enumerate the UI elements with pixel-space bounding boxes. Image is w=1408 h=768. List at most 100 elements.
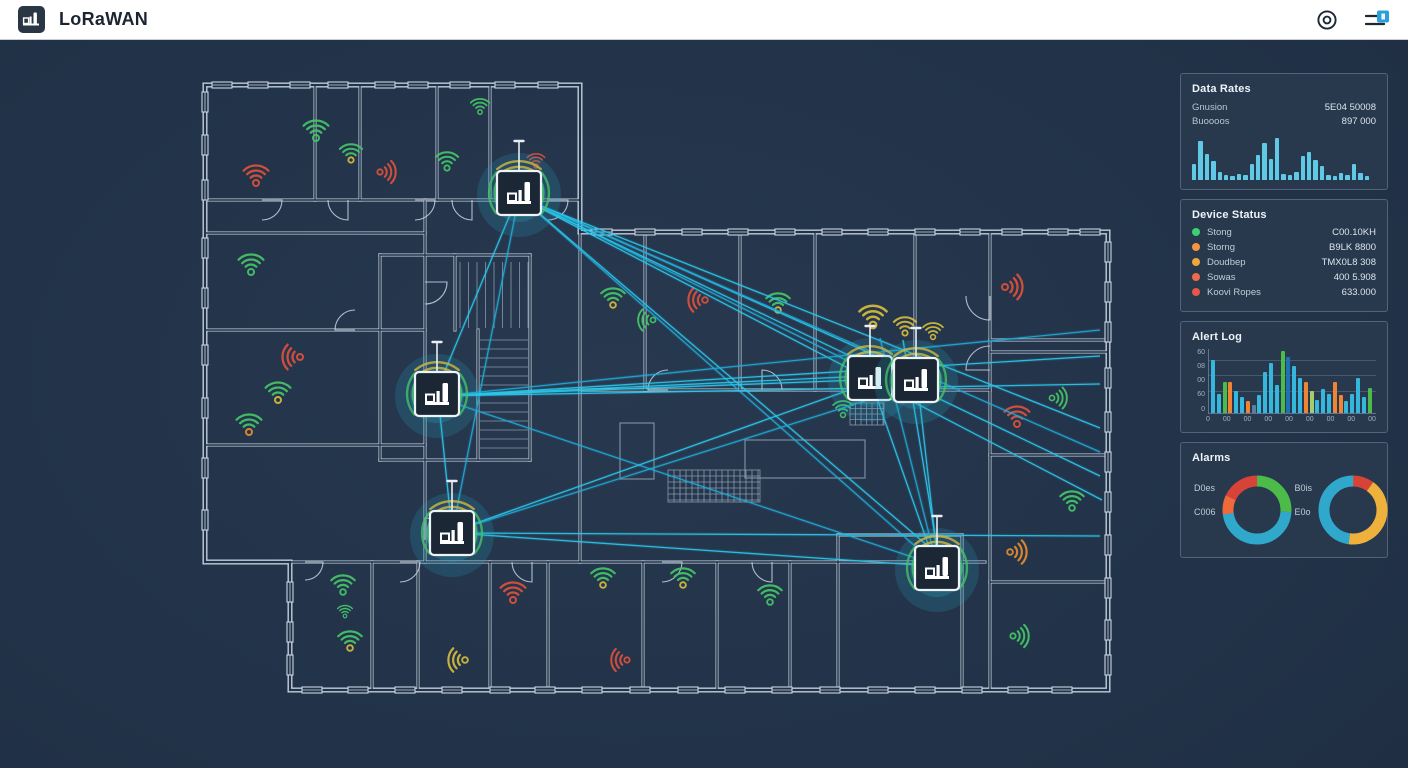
sensor-icon[interactable] <box>590 567 616 589</box>
sensor-icon[interactable] <box>600 287 626 309</box>
donut-label: D0es <box>1194 482 1216 493</box>
gateway-node[interactable] <box>410 479 494 577</box>
floorplan-doors <box>261 199 991 583</box>
sensor-icon[interactable] <box>757 584 783 606</box>
data-rates-bar <box>1255 155 1261 180</box>
status-label: Storng <box>1207 241 1235 253</box>
row-label: Gnusion <box>1192 102 1228 113</box>
sensor-icon[interactable] <box>242 164 270 187</box>
data-rates-bar <box>1275 137 1280 180</box>
sensor-icon[interactable] <box>526 153 546 169</box>
alert-log-bar <box>1245 401 1250 413</box>
panel-title: Alarms <box>1192 451 1231 464</box>
donut-chart <box>1318 475 1388 545</box>
sensor-icon[interactable] <box>1048 386 1068 410</box>
sensor-icon[interactable] <box>434 151 460 172</box>
y-tick: 00 <box>1197 377 1205 385</box>
target-icon[interactable] <box>1315 8 1339 32</box>
sensor-icon[interactable] <box>376 159 397 185</box>
data-rates-bar <box>1262 142 1267 180</box>
sensor-icon[interactable] <box>264 381 292 404</box>
alert-log-bar <box>1239 397 1244 413</box>
status-dot <box>1192 243 1200 252</box>
sensor-icon[interactable] <box>237 253 265 276</box>
data-rates-bar <box>1268 158 1274 180</box>
app-logo[interactable] <box>18 6 45 33</box>
alert-log-bar <box>1211 359 1215 413</box>
alert-log-bar <box>1280 350 1285 413</box>
alert-log-bar <box>1286 356 1291 413</box>
x-tick: 00 <box>1305 415 1314 423</box>
sensor-icon[interactable] <box>1009 623 1030 649</box>
sensor-icon[interactable] <box>337 630 363 652</box>
sensor-icon[interactable] <box>281 343 304 371</box>
sensor-icon[interactable] <box>336 604 354 619</box>
menu-icon[interactable] <box>1363 8 1390 32</box>
sensor-icon[interactable] <box>338 143 364 164</box>
floorplan-svg <box>201 81 1112 694</box>
floorplan-windows <box>201 81 1112 694</box>
data-rates-bar <box>1204 153 1210 180</box>
data-rates-bar <box>1345 175 1350 180</box>
status-label: Stong <box>1207 226 1232 238</box>
x-tick: 00 <box>1368 415 1376 423</box>
alert-log-bar <box>1350 393 1355 413</box>
sensor-icon[interactable] <box>447 647 469 673</box>
gateway-node[interactable] <box>874 326 958 424</box>
data-rates-row: Gnusion 5E04 50008 <box>1192 101 1376 115</box>
sensor-icon[interactable] <box>922 322 944 341</box>
gateway-node[interactable] <box>395 340 479 438</box>
sensor-icon[interactable] <box>610 647 631 673</box>
sensor-icon[interactable] <box>832 400 854 419</box>
x-tick: 00 <box>1264 415 1273 423</box>
status-value: 633.000 <box>1341 286 1376 298</box>
sensor-icon[interactable] <box>499 581 527 604</box>
sensor-icon[interactable] <box>1059 490 1085 512</box>
sensor-icon[interactable] <box>302 119 330 142</box>
alert-log-bar <box>1268 362 1273 413</box>
data-rates-bar <box>1313 160 1318 180</box>
gateway-node[interactable] <box>477 139 561 237</box>
gateway-logo-icon <box>22 12 39 26</box>
alert-log-bar <box>1355 378 1360 413</box>
app-bar: LoRaWAN <box>0 0 1408 40</box>
sensor-icon[interactable] <box>637 308 657 332</box>
sensor-icon[interactable] <box>858 304 888 330</box>
alert-log-bar <box>1234 390 1239 413</box>
data-rates-bar <box>1217 171 1222 180</box>
data-rates-bar <box>1364 176 1369 180</box>
sensor-icon[interactable] <box>670 567 696 589</box>
gateway-node[interactable] <box>895 514 979 612</box>
data-rates-bar <box>1358 172 1363 180</box>
x-tick: 0 <box>1206 415 1210 423</box>
alert-log-bar <box>1274 384 1279 413</box>
x-tick: 00 <box>1243 415 1252 423</box>
sensor-icon[interactable] <box>1001 273 1024 301</box>
data-rates-bar <box>1294 171 1299 180</box>
sensor-icon[interactable] <box>1006 539 1028 565</box>
sensor-icon[interactable] <box>330 574 356 596</box>
alert-log-bar <box>1263 372 1268 413</box>
sensor-icon[interactable] <box>687 287 709 313</box>
alert-log-bar <box>1303 381 1308 413</box>
row-label: Buoooos <box>1192 115 1230 127</box>
sensor-icon[interactable] <box>235 413 263 436</box>
sensor-icon[interactable] <box>892 316 918 337</box>
row-value: 5E04 50008 <box>1324 102 1376 113</box>
alert-log-bar <box>1367 387 1372 413</box>
data-rates-bar <box>1300 156 1306 180</box>
link-lines <box>435 192 1103 568</box>
sensor-icon[interactable] <box>469 98 491 115</box>
donut-chart <box>1222 475 1292 545</box>
gateway-node[interactable] <box>828 324 912 422</box>
